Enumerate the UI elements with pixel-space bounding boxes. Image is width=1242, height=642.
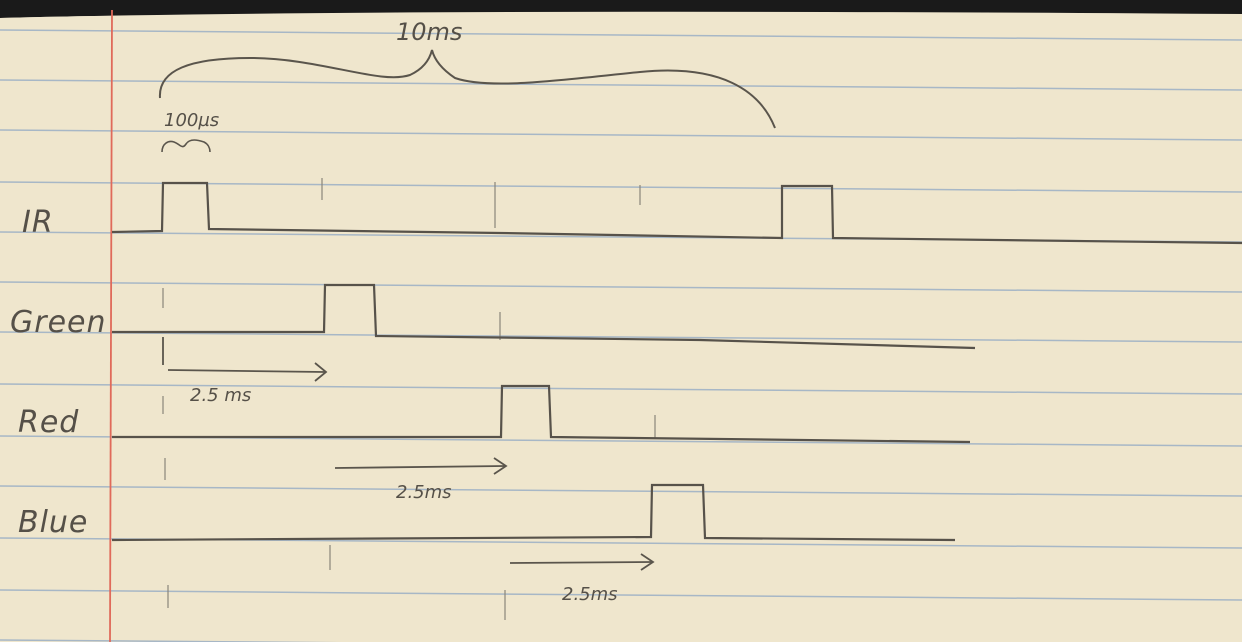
blue-waveform [111,483,956,542]
margin-line [109,9,113,642]
pulse-width-brace [161,139,211,153]
tick-marks [162,178,656,620]
red-waveform [112,384,971,444]
period-brace [158,49,776,129]
paper-background [0,11,1242,642]
period-label: 10ms [396,18,462,46]
rule-line [0,639,457,642]
signal-label-green: Green [10,305,107,340]
background-strip [0,0,1242,16]
offset-label-blue: 2.5ms [562,584,618,605]
offset-label-red: 2.5ms [396,482,452,503]
ir-waveform [111,181,1242,245]
signal-label-blue: Blue [18,505,88,540]
offset-label-green: 2.5 ms [190,385,251,406]
green-waveform [112,283,976,350]
offset-arrows [162,337,655,571]
signal-label-ir: IR [22,205,54,240]
paper-top-edge [0,11,1242,24]
pulse-width-label: 100µs [164,110,219,131]
signal-label-red: Red [18,405,79,440]
